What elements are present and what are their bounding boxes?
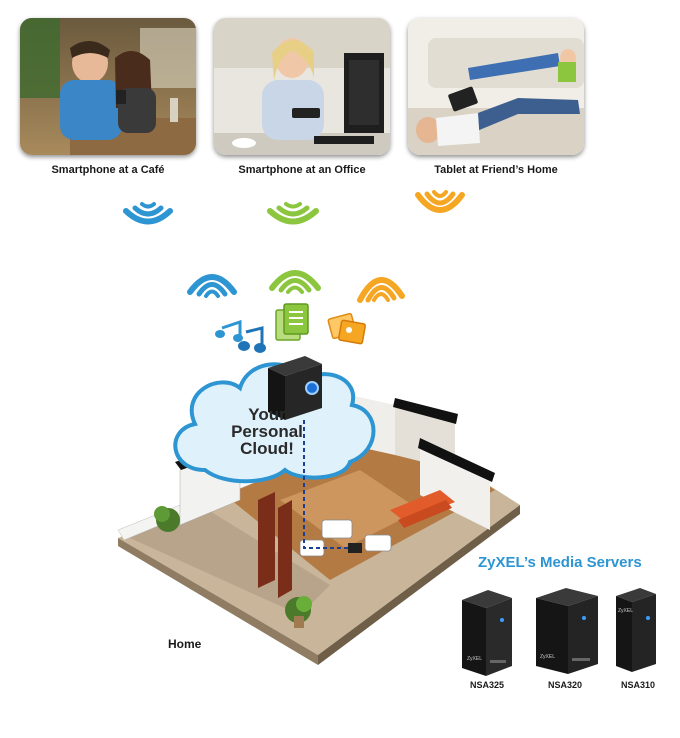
server-nsa320	[536, 588, 598, 674]
cloud-label-line-2: Personal	[231, 422, 303, 441]
music-notes-icon	[215, 319, 266, 353]
brand-label-nsa325: ZyXEL	[467, 656, 482, 662]
wifi-signal-icon	[269, 270, 321, 294]
brand-label-nsa310: ZyXEL	[618, 608, 633, 614]
media-servers-title: ZyXEL’s Media Servers	[478, 554, 642, 571]
personal-cloud	[173, 362, 376, 484]
caption-cafe: Smartphone at a Café	[51, 164, 165, 176]
server-label-nsa320: NSA320	[547, 680, 583, 690]
caption-office: Smartphone at an Office	[238, 164, 366, 176]
wifi-signal-icon	[123, 202, 173, 225]
wifi-signal-icon	[357, 277, 405, 303]
documents-icon	[275, 303, 309, 341]
server-label-nsa310: NSA310	[620, 680, 656, 690]
photo-friends-home	[408, 18, 584, 155]
cloud-label-line-3: Cloud!	[240, 439, 294, 458]
home-label: Home	[168, 637, 202, 651]
connection-line	[303, 420, 348, 549]
wifi-signal-icon	[267, 202, 319, 225]
brand-label-nsa320: ZyXEL	[540, 654, 555, 660]
cloud-label-line-1: Your	[248, 405, 286, 424]
server-nsa310	[616, 588, 656, 672]
wifi-signal-icon	[187, 274, 237, 298]
photo-cafe	[20, 18, 196, 155]
home-floorplan	[117, 395, 520, 665]
wifi-signal-icon	[415, 190, 465, 213]
server-label-nsa325: NSA325	[469, 680, 505, 690]
photo-office	[214, 18, 390, 155]
cloud-label: Your Personal Cloud!	[212, 406, 322, 457]
nas-device-icon	[268, 356, 322, 420]
photos-icon	[327, 312, 366, 345]
caption-friends-home: Tablet at Friend’s Home	[434, 164, 558, 176]
server-nsa325	[462, 590, 512, 676]
